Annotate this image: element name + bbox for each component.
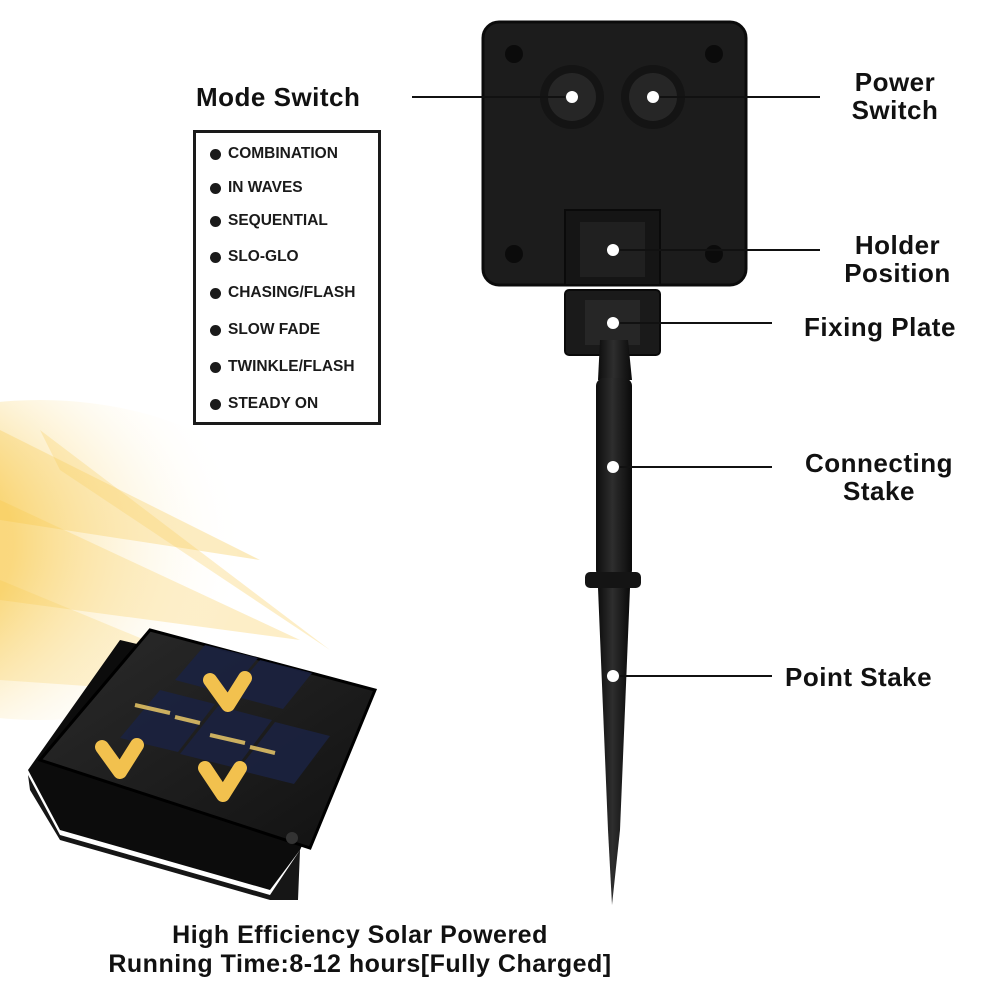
bullet-icon — [210, 287, 221, 299]
mode-item: CHASING/FLASH — [210, 284, 355, 302]
bullet-icon — [210, 148, 221, 160]
mode-item: SLOW FADE — [210, 321, 320, 339]
chevron-arrows-icon — [95, 671, 252, 802]
holder-slot — [564, 209, 661, 286]
holder-position-label-line1: Holder — [854, 230, 941, 260]
bullet-icon — [210, 324, 221, 336]
power-switch-button — [621, 65, 685, 129]
mode-item: SEQUENTIAL — [210, 212, 328, 230]
power-switch-label-line1: Power — [854, 67, 936, 97]
holder-position-label: Holder Position — [835, 231, 960, 287]
mode-switch-button — [540, 65, 604, 129]
mode-item-label: SLO-GLO — [228, 248, 299, 265]
mode-item-label: TWINKLE/FLASH — [228, 358, 355, 375]
mode-item: SLO-GLO — [210, 248, 299, 266]
mode-item-label: STEADY ON — [228, 395, 319, 412]
caption-line1: High Efficiency Solar Powered — [172, 921, 548, 949]
mode-item: STEADY ON — [210, 395, 318, 413]
fixing-plate-label: Fixing Plate — [804, 312, 956, 342]
leader-lines — [412, 96, 820, 677]
bullet-icon — [210, 398, 221, 410]
mode-item-label: CHASING/FLASH — [228, 284, 356, 301]
point-stake-label: Point Stake — [785, 662, 933, 692]
holder-position-label-line2: Position — [844, 258, 951, 288]
mode-item: COMBINATION — [210, 145, 338, 163]
mode-item-label: COMBINATION — [228, 145, 338, 162]
mode-item: TWINKLE/FLASH — [210, 358, 355, 376]
power-switch-label: Power Switch — [835, 68, 955, 124]
bullet-icon — [210, 361, 221, 373]
mode-switch-label: Mode Switch — [196, 82, 361, 112]
connecting-stake-label: Connecting Stake — [793, 449, 965, 505]
controller-box — [481, 20, 748, 287]
mode-item-label: IN WAVES — [228, 179, 303, 196]
caption-line2: Running Time:8-12 hours[Fully Charged] — [108, 950, 612, 978]
mode-item-label: SLOW FADE — [228, 321, 321, 338]
stake — [585, 340, 641, 905]
bullet-icon — [210, 251, 221, 263]
solar-panel-box — [28, 628, 378, 900]
connecting-stake-label-line2: Stake — [843, 476, 915, 506]
connecting-stake-label-line1: Connecting — [805, 448, 953, 478]
bullet-icon — [210, 182, 221, 194]
power-switch-label-line2: Switch — [851, 95, 939, 125]
bullet-icon — [210, 215, 221, 227]
mode-item-label: SEQUENTIAL — [228, 212, 328, 229]
mode-item: IN WAVES — [210, 179, 303, 197]
sunlight-rays — [0, 400, 330, 720]
mode-list-box: COMBINATION IN WAVES SEQUENTIAL SLO-GLO … — [193, 130, 381, 425]
